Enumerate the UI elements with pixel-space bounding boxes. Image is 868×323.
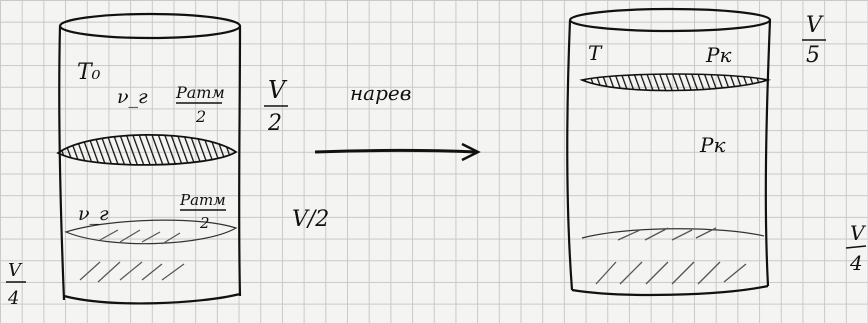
side-fraction-left: V 4 — [6, 260, 26, 309]
p-bottom-label: Pатм — [179, 191, 226, 209]
vol-top-den: 2 — [267, 111, 282, 136]
right-vessel-left-wall — [566, 19, 574, 291]
p-top-den: 2 — [195, 107, 206, 126]
left-vessel-left-wall — [58, 25, 66, 301]
p-mid-right-label: Pк — [699, 133, 725, 157]
vol-bottom-label: V/2 — [292, 207, 329, 232]
right-piston — [579, 73, 772, 92]
process-label: нарев — [350, 81, 411, 105]
left-vessel-bottom — [63, 292, 241, 305]
right-lower-layer — [581, 228, 765, 239]
vol-top-right-den: 5 — [806, 43, 820, 68]
side-right-num: V — [850, 221, 867, 245]
right-vessel-right-wall — [764, 19, 772, 287]
right-sediment-hatch — [595, 227, 747, 285]
process-arrow-group: нарев — [314, 81, 481, 162]
left-piston — [56, 133, 238, 166]
p-top-right-label: Pк — [705, 43, 731, 67]
right-vessel-bottom — [571, 284, 769, 297]
left-lower-layer — [64, 219, 238, 245]
vol-top-right-num: V — [806, 13, 824, 38]
side-fraction-right: V 4 — [845, 221, 867, 275]
vol-top-num: V — [268, 76, 288, 104]
process-arrow — [314, 149, 477, 154]
t0-label: T₀ — [77, 60, 101, 85]
nu-top-label: ν_г — [117, 86, 148, 108]
arrow-head — [461, 142, 481, 162]
left-sediment-hatch — [79, 229, 185, 283]
p-bottom-den: 2 — [199, 214, 210, 232]
side-left-num: V — [8, 260, 23, 281]
t-label: T — [588, 41, 603, 65]
left-vessel-rim — [58, 12, 242, 40]
left-vessel: T₀ ν_г Pатм 2 V 2 ν_г Pатм 2 V/2 — [56, 12, 329, 305]
side-left-den: 4 — [7, 288, 19, 309]
side-right-den: 4 — [849, 251, 863, 275]
nu-bottom-label: ν_г — [78, 203, 109, 225]
right-vessel: T Pк Pк V 5 — [566, 7, 826, 297]
left-vessel-right-wall — [238, 25, 242, 297]
right-vessel-rim — [568, 7, 772, 33]
p-top-label: Pатм — [175, 83, 225, 102]
side-right-bar — [845, 245, 867, 249]
